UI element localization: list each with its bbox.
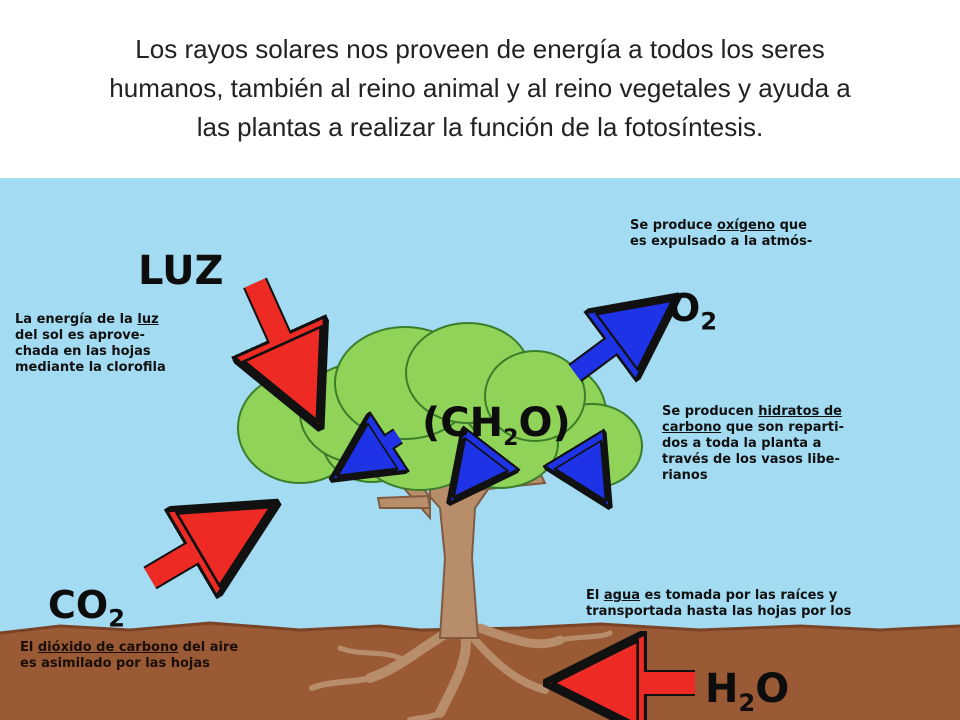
h2o-label: H2O <box>705 666 790 717</box>
oxygen-note: Se produce oxígeno que es expulsado a la… <box>630 218 813 249</box>
photosynthesis-diagram: LUZ CO2 O2 (CH2O) H2O La energía de la l… <box>0 178 960 720</box>
sugar-arrow-right <box>575 450 592 478</box>
carbohydrates-note: Se producen hidratos de carbono que son … <box>662 404 844 483</box>
title-line-3: las plantas a realizar la función de la … <box>196 112 764 142</box>
o2-label: O2 <box>668 286 718 336</box>
soil-surface <box>0 621 960 635</box>
title-line-2: humanos, también al reino animal y al re… <box>109 73 851 103</box>
sugar-arrow-left <box>360 436 398 461</box>
co2-note: El dióxido de carbono del aire es asimil… <box>20 640 239 671</box>
luz-label: LUZ <box>138 248 224 294</box>
co2-label: CO2 <box>48 583 125 633</box>
water-note: El agua es tomada por las raíces y trans… <box>586 588 852 619</box>
diagram-canvas <box>0 178 960 720</box>
light-note: La energía de la luz del sol es aprove- … <box>15 312 166 375</box>
co2-arrow <box>143 528 235 578</box>
oxygen-arrow <box>568 321 645 373</box>
light-arrow <box>255 277 300 383</box>
sugar-arrow-center <box>470 450 490 476</box>
slide-title: Los rayos solares nos proveen de energía… <box>40 30 920 147</box>
ch2o-label: (CH2O) <box>422 400 571 451</box>
title-line-1: Los rayos solares nos proveen de energía… <box>135 34 825 64</box>
soil <box>0 623 960 720</box>
